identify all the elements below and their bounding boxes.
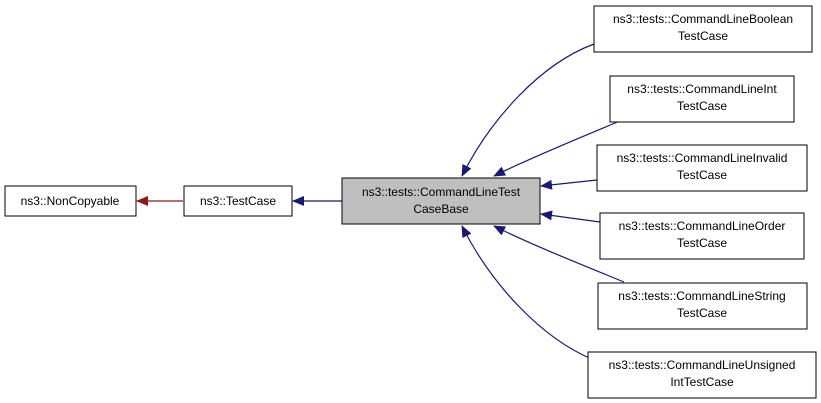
node-testcase-label: ns3::TestCase [200, 194, 276, 208]
node-unsigned-label-line2: IntTestCase [670, 375, 734, 389]
edge-int-to-base [493, 119, 623, 177]
node-commandline-test-case-base[interactable]: ns3::tests::CommandLineTest CaseBase [341, 177, 541, 225]
node-commandline-unsigned-int[interactable]: ns3::tests::CommandLineUnsigned IntTestC… [587, 351, 817, 399]
node-string-label-line1: ns3::tests::CommandLineString [618, 289, 785, 303]
node-unsigned-label-line1: ns3::tests::CommandLineUnsigned [609, 358, 796, 372]
node-order-label-line1: ns3::tests::CommandLineOrder [619, 219, 786, 233]
node-base-label-line1: ns3::tests::CommandLineTest [362, 185, 521, 199]
node-commandline-invalid[interactable]: ns3::tests::CommandLineInvalid TestCase [596, 144, 808, 192]
edge-boolean-to-base [461, 43, 595, 177]
edge-unsigned-to-base [461, 225, 595, 361]
node-commandline-int[interactable]: ns3::tests::CommandLineInt TestCase [609, 75, 795, 123]
node-order-label-line2: TestCase [677, 236, 727, 250]
node-int-label-line1: ns3::tests::CommandLineInt [627, 82, 777, 96]
node-invalid-label-line2: TestCase [677, 168, 727, 182]
node-noncopyable-label: ns3::NonCopyable [21, 194, 120, 208]
node-base-label-line2: CaseBase [413, 202, 469, 216]
edge-string-to-base [493, 225, 625, 283]
edge-invalid-to-base [540, 179, 598, 190]
node-string-label-line2: TestCase [677, 306, 727, 320]
node-commandline-string[interactable]: ns3::tests::CommandLineString TestCase [597, 282, 808, 330]
node-testcase[interactable]: ns3::TestCase [183, 185, 293, 217]
node-boolean-label-line2: TestCase [678, 29, 728, 43]
edge-order-to-base [540, 210, 601, 223]
node-invalid-label-line1: ns3::tests::CommandLineInvalid [617, 151, 788, 165]
node-boolean-label-line1: ns3::tests::CommandLineBoolean [613, 12, 793, 26]
node-noncopyable[interactable]: ns3::NonCopyable [4, 185, 137, 217]
node-commandline-order[interactable]: ns3::tests::CommandLineOrder TestCase [599, 212, 805, 260]
node-commandline-boolean[interactable]: ns3::tests::CommandLineBoolean TestCase [593, 5, 813, 53]
node-int-label-line2: TestCase [677, 99, 727, 113]
